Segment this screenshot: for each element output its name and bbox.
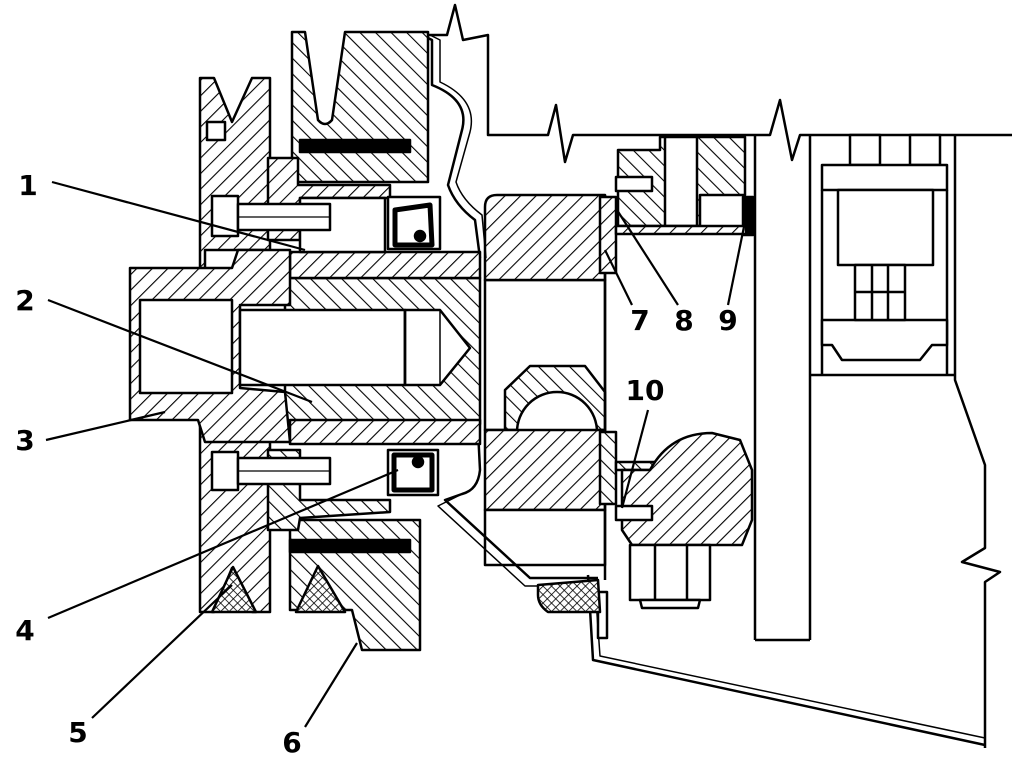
leader-9 [726, 211, 749, 306]
pulley-key [205, 120, 227, 142]
callout-label-7: 7 [630, 304, 649, 337]
sprocket [483, 193, 607, 580]
leader-8 [616, 209, 679, 306]
callout-label-2: 2 [15, 284, 34, 317]
leader-3 [45, 410, 166, 442]
lower-retainer [598, 430, 754, 610]
callout-label-1: 1 [18, 169, 37, 202]
callout-label-10: 10 [626, 374, 665, 407]
bottom-seal [536, 578, 602, 614]
pin-10 [614, 504, 654, 522]
callout-label-9: 9 [718, 304, 737, 337]
sheet-metal-cover [421, 33, 598, 587]
leader-10 [620, 409, 650, 509]
callout-label-8: 8 [674, 304, 693, 337]
seal-upper [386, 195, 442, 251]
pulley-rear [266, 30, 430, 652]
bolt-head-face [138, 298, 234, 395]
leader-1 [51, 180, 306, 252]
sleeve-upper [288, 250, 482, 280]
pulley-bolt-upper [210, 194, 332, 238]
callout-label-4: 4 [15, 614, 34, 647]
bolt-head [628, 543, 712, 602]
leader-7 [604, 249, 633, 306]
callout-label-5: 5 [68, 716, 87, 749]
v-belt-rear [294, 564, 347, 614]
upper-retainer [598, 135, 755, 275]
pulley-bolt-lower [210, 450, 332, 492]
leader-lines [45, 180, 749, 728]
center-bolt [238, 308, 472, 387]
plate-7 [598, 195, 618, 275]
v-belt-front [210, 565, 258, 614]
callout-labels: 1 2 3 4 5 6 7 8 9 10 [15, 169, 737, 759]
sheet-flange [596, 590, 609, 640]
lower-sheet-inner [595, 599, 986, 739]
leader-5 [91, 584, 233, 719]
upper-right-bracket [820, 133, 949, 375]
washer-9 [741, 195, 755, 237]
callout-label-3: 3 [15, 424, 34, 457]
leader-2 [47, 298, 313, 404]
pin-8 [614, 175, 654, 193]
seal-lower [386, 448, 440, 497]
callout-label-6: 6 [282, 726, 301, 759]
leader-6 [304, 642, 358, 728]
housing-outline [428, 3, 1012, 164]
engine-block [753, 135, 1002, 748]
leader-4 [47, 468, 399, 620]
sleeve-lower [288, 418, 482, 446]
